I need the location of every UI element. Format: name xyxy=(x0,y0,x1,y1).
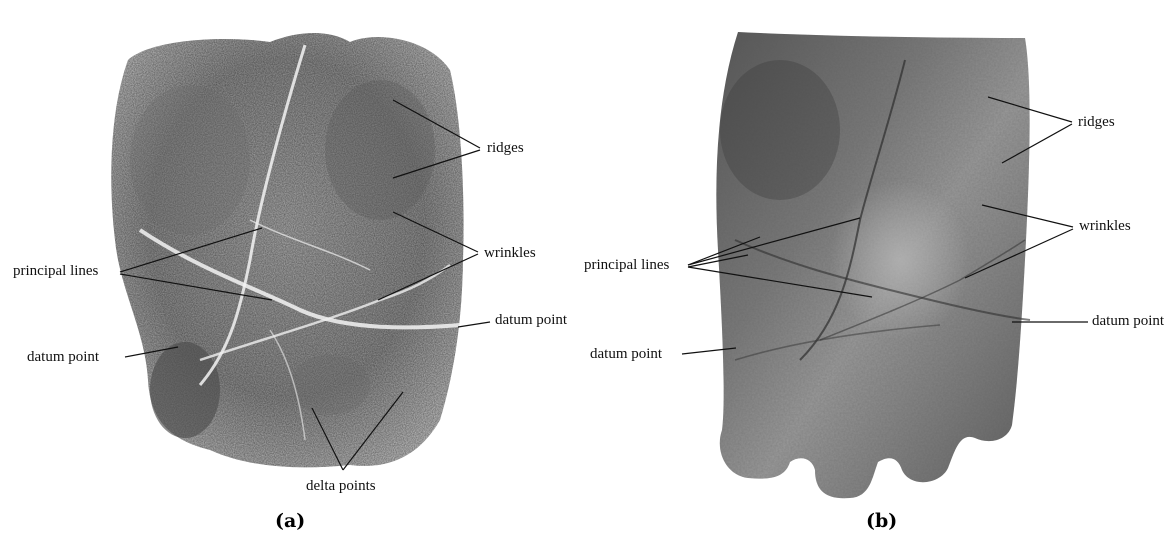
label-ridges-b: ridges xyxy=(1078,115,1115,130)
label-delta-points-a: delta points xyxy=(306,479,376,494)
caption-a: (a) xyxy=(275,512,305,531)
label-principal-lines-a: principal lines xyxy=(13,264,98,279)
label-ridges-a: ridges xyxy=(487,141,524,156)
label-wrinkles-a: wrinkles xyxy=(484,246,536,261)
label-wrinkles-b: wrinkles xyxy=(1079,219,1131,234)
label-datum-point-right-b: datum point xyxy=(1092,314,1164,329)
caption-b: (b) xyxy=(866,512,897,531)
palmprint-image-a xyxy=(111,33,463,467)
palm-photo-b xyxy=(716,32,1030,498)
label-principal-lines-b: principal lines xyxy=(584,258,669,273)
label-datum-point-left-a: datum point xyxy=(27,350,99,365)
label-datum-point-left-b: datum point xyxy=(590,347,662,362)
label-datum-point-right-a: datum point xyxy=(495,313,567,328)
